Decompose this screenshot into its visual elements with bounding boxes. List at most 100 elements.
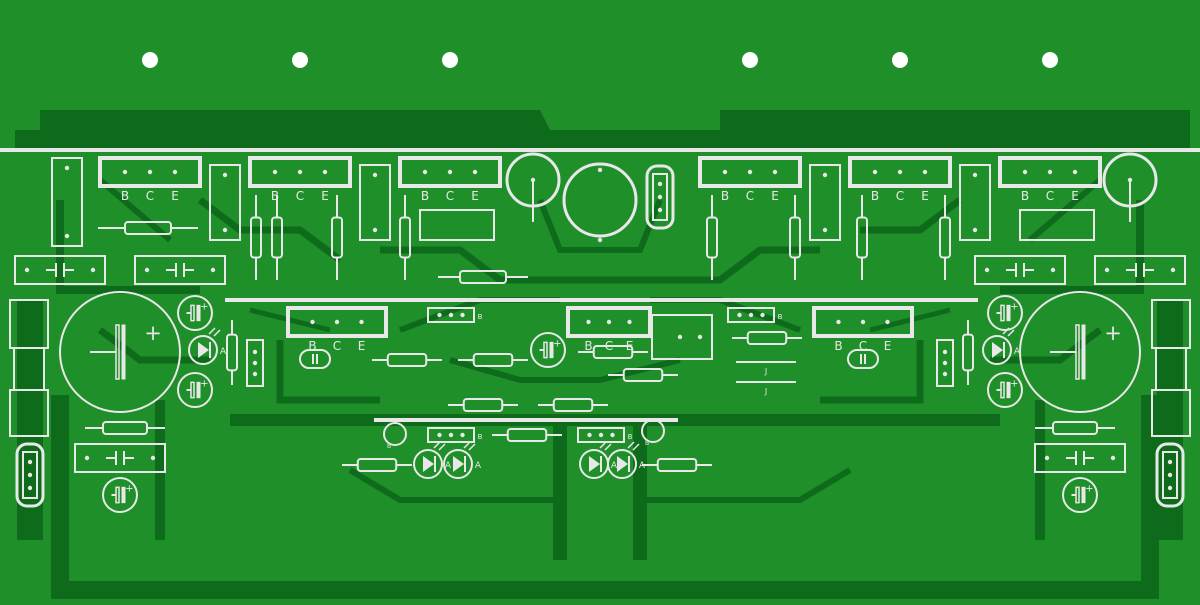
electrolytic-capacitor-footprint: + <box>102 477 138 513</box>
resistor-footprint <box>608 368 678 382</box>
sip-footprint <box>246 339 264 387</box>
jumper-wire: J <box>736 381 796 396</box>
resistor-footprint <box>331 195 343 280</box>
resistor-footprint <box>399 195 411 280</box>
mounting-hole-icon <box>442 52 458 68</box>
anode-label: A <box>1014 347 1021 357</box>
resistor-footprint <box>578 345 648 359</box>
film-capacitor-footprint <box>1094 255 1186 285</box>
pin-label-base: B <box>478 433 483 441</box>
film-capacitor-footprint <box>74 443 166 473</box>
polarity-plus-label: + <box>1085 484 1093 495</box>
resistor-footprint <box>372 353 442 367</box>
film-capacitor-footprint <box>974 255 1066 285</box>
resistor-footprint <box>448 398 518 412</box>
to92-transistor-footprint: B <box>641 419 665 447</box>
small-transistor-footprint: B <box>427 427 483 443</box>
pin-label-collector: C <box>896 189 904 203</box>
pin-label-base: B <box>645 440 649 447</box>
pin-label-base: B <box>121 189 129 203</box>
polarity-plus-label: + <box>553 339 561 350</box>
electrolytic-capacitor-footprint: + <box>1019 291 1141 413</box>
pin-label-emitter: E <box>884 339 892 353</box>
pin-label-base: B <box>871 189 879 203</box>
jumper-label: J <box>764 387 767 396</box>
resistor-footprint <box>492 428 562 442</box>
polarity-plus-label: + <box>144 321 162 345</box>
fuse-holder-footprint <box>1151 299 1191 437</box>
pin-label-base: B <box>584 339 592 353</box>
jumper-label: J <box>764 367 767 376</box>
film-capacitor-footprint <box>1034 443 1126 473</box>
pin-label-base: B <box>478 313 483 321</box>
trimmer-potentiometer-footprint <box>562 162 638 243</box>
resistor-footprint <box>732 331 802 345</box>
pin-label-emitter: E <box>358 339 366 353</box>
pin-label-base: B <box>387 443 391 450</box>
small-transistor-footprint: B <box>577 427 633 443</box>
pin-label-emitter: E <box>171 189 179 203</box>
silkscreen-rails <box>0 148 1200 422</box>
pin-label-base: B <box>271 189 279 203</box>
pin-label-base: B <box>778 313 783 321</box>
ceramic-capacitor-footprint <box>847 349 879 369</box>
capacitor-block-footprint <box>809 164 841 241</box>
led-footprint: A <box>982 327 1021 365</box>
led-footprint: A <box>188 327 227 365</box>
resistor-footprint <box>789 195 801 280</box>
sip-footprint <box>936 339 954 387</box>
resistor-footprint <box>538 398 608 412</box>
to92-transistor-footprint: B <box>383 422 407 450</box>
pin-label-collector: C <box>333 339 341 353</box>
resistor-footprint <box>939 195 951 280</box>
electrolytic-capacitor-footprint: + <box>530 332 566 368</box>
electrolytic-capacitor-footprint: + <box>177 372 213 408</box>
pin-label-emitter: E <box>321 189 329 203</box>
terminal-connector-footprint <box>15 442 45 508</box>
terminal-connector-footprint <box>1155 442 1185 508</box>
electrolytic-capacitor-footprint: + <box>987 295 1023 331</box>
resistor-footprint <box>642 458 712 472</box>
polarity-plus-label: + <box>200 379 208 390</box>
pad-block <box>1019 209 1095 241</box>
resistor-footprint <box>226 320 238 385</box>
polarity-plus-label: + <box>1010 379 1018 390</box>
pin-label-emitter: E <box>1071 189 1079 203</box>
resistor-footprint <box>706 195 718 280</box>
electrolytic-capacitor-footprint: + <box>1062 477 1098 513</box>
led-footprint: A <box>413 441 452 479</box>
polarity-plus-label: + <box>1010 302 1018 313</box>
pin-label-emitter: E <box>771 189 779 203</box>
pad-block <box>419 209 495 241</box>
capacitor-block-footprint <box>959 164 991 241</box>
resistor-footprint <box>271 195 283 280</box>
resistor-footprint <box>250 195 262 280</box>
pin-label-emitter: E <box>471 189 479 203</box>
ic-footprint <box>651 314 713 360</box>
large-capacitor-footprint <box>505 152 561 222</box>
resistor-footprint <box>342 458 412 472</box>
mounting-hole-icon <box>292 52 308 68</box>
pin-label-collector: C <box>446 189 454 203</box>
polarity-plus-label: + <box>200 302 208 313</box>
pin-label-base: B <box>308 339 316 353</box>
fuse-holder-footprint <box>9 299 49 437</box>
pin-label-collector: C <box>296 189 304 203</box>
resistor-footprint <box>98 221 198 235</box>
resistor-footprint <box>1035 421 1115 435</box>
ceramic-capacitor-footprint <box>299 349 331 369</box>
electrolytic-capacitor-footprint: + <box>59 291 181 413</box>
film-capacitor-footprint <box>134 255 226 285</box>
mounting-holes <box>142 52 1058 68</box>
pin-label-base: B <box>834 339 842 353</box>
resistor-footprint <box>962 320 974 385</box>
terminal-connector-footprint <box>645 164 675 230</box>
anode-label: A <box>220 347 227 357</box>
pin-label-base: B <box>421 189 429 203</box>
mounting-hole-icon <box>142 52 158 68</box>
